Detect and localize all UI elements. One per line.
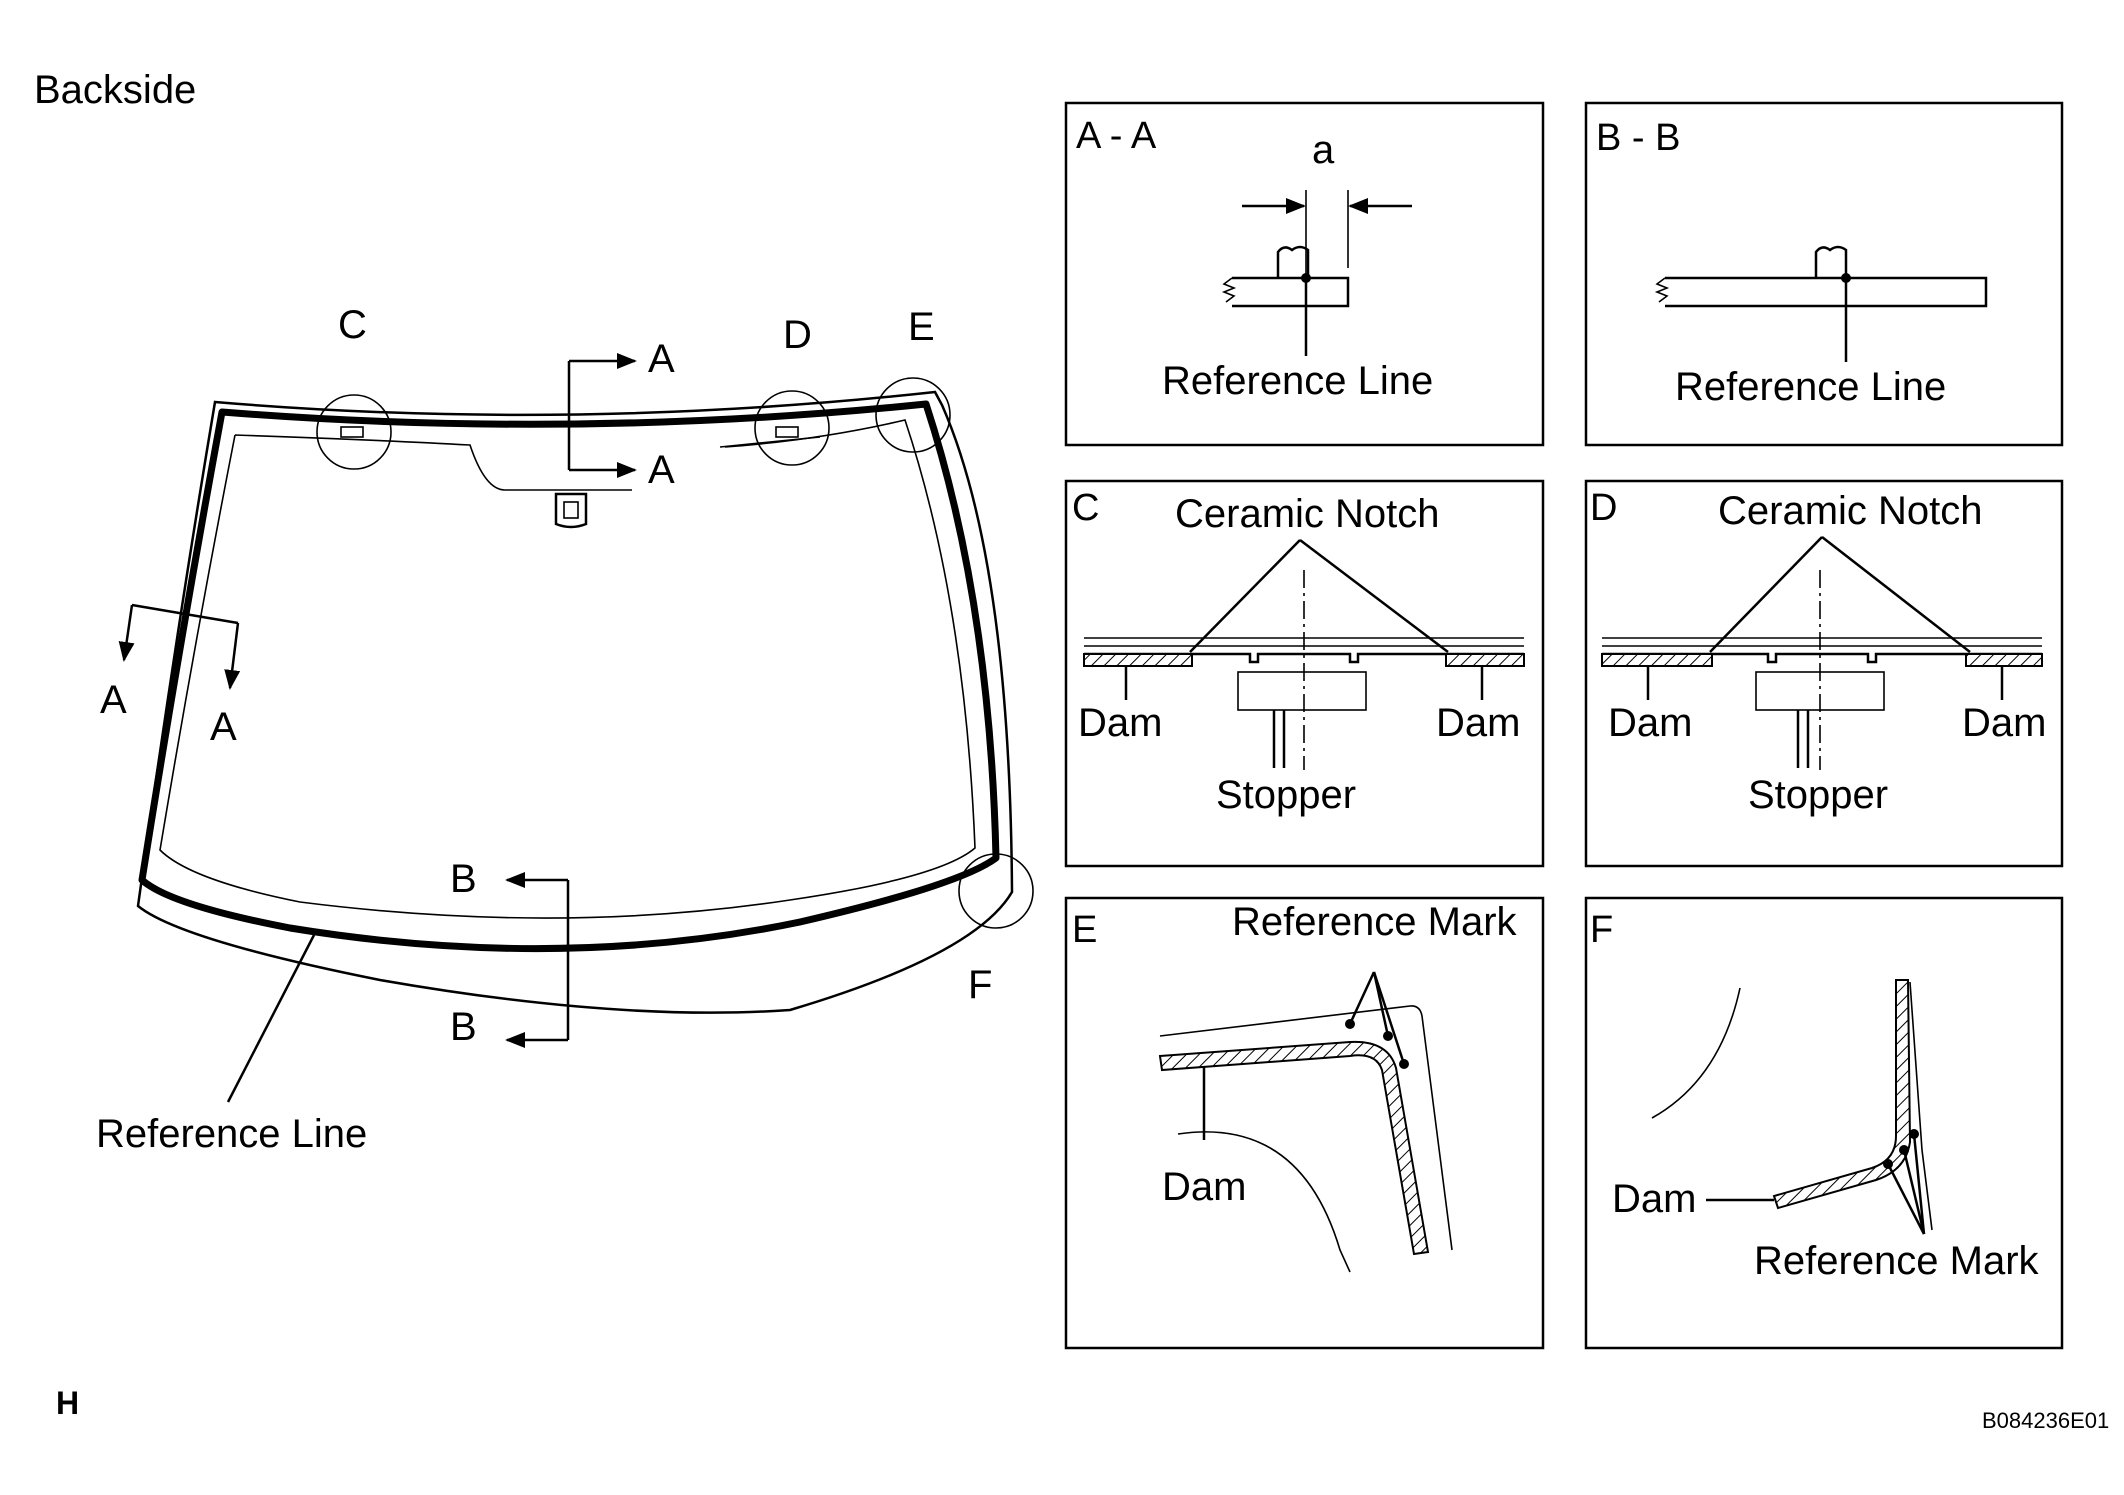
panel-c-title: C (1072, 487, 1099, 529)
label-d: D (783, 313, 812, 357)
panel-detail-c: C Ceramic Notch Dam Dam Stopper (1064, 479, 1545, 868)
panel-f-dam: Dam (1612, 1177, 1696, 1221)
windshield-outline (136, 390, 1014, 1014)
label-a-mid: A (648, 448, 675, 492)
section-a-top-marker (567, 353, 637, 478)
detail-circle-d (754, 390, 830, 466)
detail-circle-e (875, 377, 951, 453)
panel-detail-e: E Reference Mark Dam (1064, 896, 1545, 1350)
panel-aa-title: A - A (1076, 115, 1157, 157)
panel-section-bb: B - B Reference Line (1584, 101, 2064, 447)
panel-e-mark: Reference Mark (1232, 900, 1518, 944)
panel-section-aa: A - A a Reference Line (1064, 101, 1545, 447)
figure-id: B084236E01 (1982, 1408, 2109, 1433)
detail-circle-c (316, 394, 392, 470)
section-b-marker (505, 872, 570, 1048)
label-f: F (968, 963, 992, 1007)
panel-e-dam: Dam (1162, 1165, 1246, 1209)
panel-f-mark: Reference Mark (1754, 1239, 2040, 1283)
section-a-left-marker (118, 603, 241, 690)
panel-f-title: F (1590, 909, 1613, 951)
label-a-top: A (648, 337, 675, 381)
panel-detail-f: F Dam Reference Mark (1584, 896, 2064, 1350)
panel-c-stopper: Stopper (1216, 773, 1356, 817)
panel-c-notch: Ceramic Notch (1175, 492, 1440, 536)
panel-bb-title: B - B (1596, 117, 1680, 159)
panel-d-dam-right: Dam (1962, 701, 2046, 745)
page-code: H (56, 1385, 79, 1421)
label-b-bottom: B (450, 1005, 477, 1049)
panel-c-dam-left: Dam (1078, 701, 1162, 745)
panel-detail-d: D Ceramic Notch Dam Dam Stopper (1584, 479, 2064, 868)
panel-d-stopper: Stopper (1748, 773, 1888, 817)
panel-aa-dim: a (1312, 128, 1335, 172)
panel-c-dam-right: Dam (1436, 701, 1520, 745)
label-e: E (908, 305, 935, 349)
label-b-top: B (450, 857, 477, 901)
panel-bb-ref: Reference Line (1675, 365, 1946, 409)
detail-circle-f (958, 853, 1034, 929)
panel-d-title: D (1590, 487, 1617, 529)
panel-d-notch: Ceramic Notch (1718, 489, 1983, 533)
label-a-left1: A (100, 678, 127, 722)
panel-aa-ref: Reference Line (1162, 359, 1433, 403)
panel-d-dam-left: Dam (1608, 701, 1692, 745)
panel-e-title: E (1072, 909, 1097, 951)
label-a-left2: A (210, 705, 237, 749)
label-c: C (338, 303, 367, 347)
main-title: Backside (34, 68, 196, 112)
reference-line-label: Reference Line (96, 1112, 367, 1156)
